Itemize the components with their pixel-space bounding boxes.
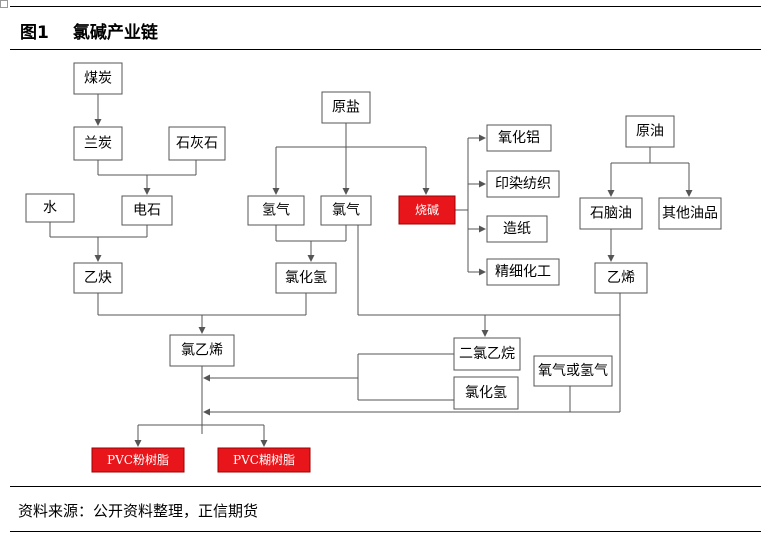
node-hydrogen-chloride-2: 氯化氢 <box>453 376 519 410</box>
node-box <box>73 262 123 294</box>
node-papermaking: 造纸 <box>486 215 548 243</box>
node-label: 氯气 <box>332 203 360 219</box>
node-label: 电石 <box>133 203 161 219</box>
node-label: 石脑油 <box>590 206 632 222</box>
node-printing-dyeing: 印染纺织 <box>486 170 560 198</box>
node-other-oil-products: 其他油品 <box>658 197 722 230</box>
node-label: 其他油品 <box>662 206 718 222</box>
node-box <box>486 124 552 152</box>
node-limestone: 石灰石 <box>168 126 226 161</box>
node-box <box>169 334 235 367</box>
node-dichloroethane: 二氯乙烷 <box>453 337 521 371</box>
node-label: 兰炭 <box>84 136 112 152</box>
node-box <box>453 376 519 410</box>
figure-title-text: 氯碱产业链 <box>72 23 158 43</box>
node-box <box>398 195 456 225</box>
node-box <box>658 197 722 230</box>
node-label: 精细化工 <box>495 264 551 280</box>
node-raw-salt: 原盐 <box>321 91 371 124</box>
node-box <box>320 195 372 226</box>
node-chlorine: 氯气 <box>320 195 372 226</box>
node-ethylene: 乙烯 <box>594 262 648 294</box>
node-pvc-resin-1: PVC粉树脂 <box>91 447 185 473</box>
top-rule <box>10 6 761 7</box>
node-box <box>275 262 337 294</box>
node-label: PVC粉树脂 <box>107 452 169 467</box>
node-box <box>121 195 173 226</box>
node-label: 造纸 <box>503 221 531 237</box>
node-alumina: 氧化铝 <box>486 124 552 152</box>
node-box <box>579 197 643 230</box>
node-vinyl-chloride: 氯乙烯 <box>169 334 235 367</box>
node-box <box>594 262 648 294</box>
figure-number: 图1 <box>20 23 49 43</box>
node-pvc-resin-2: PVC糊树脂 <box>217 447 311 473</box>
node-label: 印染纺织 <box>495 176 551 192</box>
node-label: 乙烯 <box>607 270 635 286</box>
node-oxygen-or-hydrogen: 氧气或氢气 <box>533 355 613 387</box>
node-box <box>453 337 521 371</box>
node-crude-oil: 原油 <box>625 115 675 148</box>
node-label: 氯化氢 <box>285 270 327 286</box>
node-box <box>73 62 123 95</box>
node-hydrogen: 氢气 <box>247 195 305 226</box>
corner-marker <box>0 0 8 8</box>
node-acetylene: 乙炔 <box>73 262 123 294</box>
node-label: 氢气 <box>262 203 290 219</box>
node-box <box>91 447 185 473</box>
node-box <box>168 126 226 161</box>
source-rule <box>10 486 761 487</box>
node-label: 乙炔 <box>84 270 112 286</box>
node-label: 煤炭 <box>84 71 112 87</box>
node-coal: 煤炭 <box>73 62 123 95</box>
node-label: 二氯乙烷 <box>459 346 515 362</box>
node-box <box>533 355 613 387</box>
source-note: 资料来源：公开资料整理，正信期货 <box>18 502 259 520</box>
node-box <box>486 170 560 198</box>
node-label: 原油 <box>636 124 664 140</box>
node-box <box>73 126 123 161</box>
bottom-rule <box>10 531 761 532</box>
node-box <box>486 258 560 286</box>
node-fine-chemicals: 精细化工 <box>486 258 560 286</box>
title-rule <box>10 49 761 50</box>
node-label: 氧化铝 <box>498 130 540 146</box>
node-semi-coke: 兰炭 <box>73 126 123 161</box>
node-label: PVC糊树脂 <box>233 452 295 467</box>
node-label: 氯化氢 <box>465 385 507 401</box>
node-box <box>247 195 305 226</box>
figure-title: 图1 氯碱产业链 <box>20 18 158 43</box>
node-water: 水 <box>25 193 75 223</box>
node-box <box>486 215 548 243</box>
node-calcium-carbide: 电石 <box>121 195 173 226</box>
node-label: 原盐 <box>332 100 360 116</box>
node-hydrogen-chloride: 氯化氢 <box>275 262 337 294</box>
node-caustic-soda: 烧碱 <box>398 195 456 225</box>
node-label: 氧气或氢气 <box>538 363 608 379</box>
node-label: 石灰石 <box>176 136 218 152</box>
diagram-connectors <box>49 94 693 447</box>
node-label: 烧碱 <box>415 203 439 217</box>
node-box <box>625 115 675 148</box>
node-box <box>25 193 75 223</box>
node-label: 水 <box>43 200 57 216</box>
node-box <box>217 447 311 473</box>
node-naphtha: 石脑油 <box>579 197 643 230</box>
node-box <box>321 91 371 124</box>
node-label: 氯乙烯 <box>181 343 223 359</box>
